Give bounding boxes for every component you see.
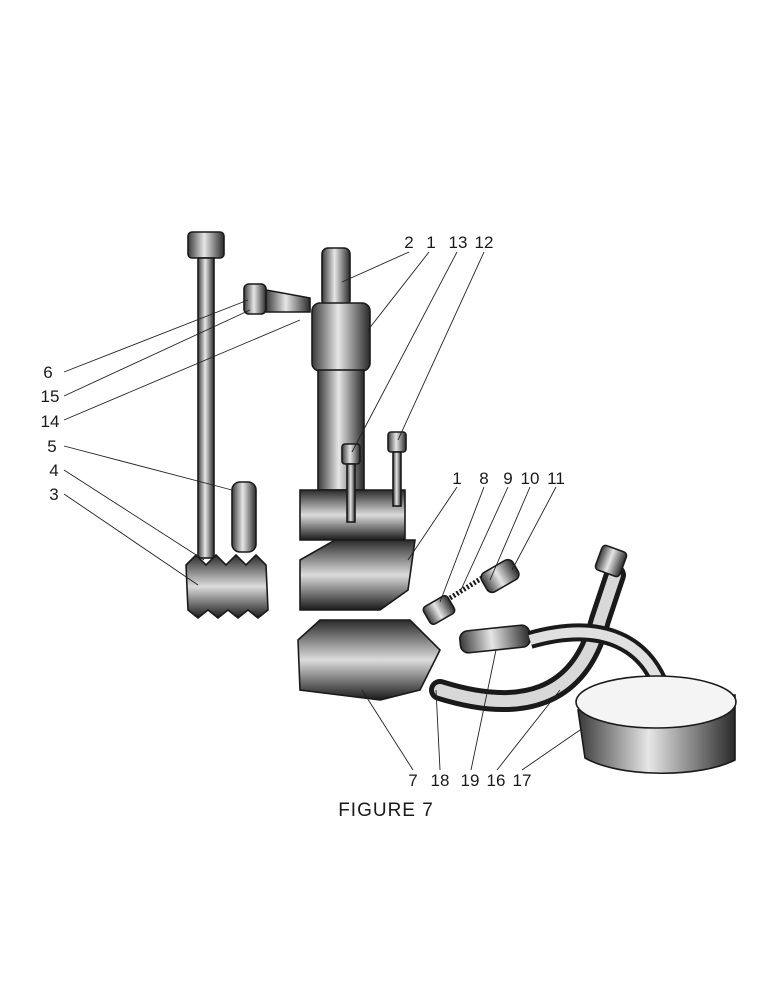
oil-strainer <box>575 675 737 775</box>
callout-13: 13 <box>449 233 468 252</box>
pump-upper-body <box>299 302 406 541</box>
callouts-left: 6 15 14 5 4 3 <box>41 363 60 504</box>
leader-lines <box>63 251 581 771</box>
callout-3: 3 <box>49 485 58 504</box>
pipe-union <box>594 544 628 578</box>
pump-body <box>299 539 416 611</box>
pin <box>231 481 257 553</box>
figure-caption: FIGURE 7 <box>338 800 434 821</box>
callout-1: 1 <box>426 233 435 252</box>
drive-shaft <box>187 231 225 559</box>
relief-valve-parts <box>422 558 520 625</box>
driving-gear <box>185 553 269 620</box>
callout-7: 7 <box>408 771 417 790</box>
callout-15: 15 <box>41 387 60 406</box>
callout-9: 9 <box>503 469 512 488</box>
callout-19: 19 <box>461 771 480 790</box>
callouts-top: 2 1 13 12 <box>404 233 493 252</box>
screws <box>341 431 407 523</box>
callout-12: 12 <box>475 233 494 252</box>
callout-2: 2 <box>404 233 413 252</box>
callout-14: 14 <box>41 412 60 431</box>
callout-6: 6 <box>43 363 52 382</box>
callout-11: 11 <box>547 469 565 488</box>
callout-8: 8 <box>479 469 488 488</box>
callout-5: 5 <box>47 437 56 456</box>
callout-4: 4 <box>49 461 58 480</box>
bolt <box>243 283 311 315</box>
callout-16: 16 <box>487 771 506 790</box>
callout-18: 18 <box>431 771 450 790</box>
callout-1b: 1 <box>452 469 461 488</box>
pump-base <box>297 619 441 701</box>
delivery-tube <box>321 247 351 307</box>
callout-10: 10 <box>521 469 540 488</box>
callouts-bottom: 7 18 19 16 17 <box>408 771 531 790</box>
callout-17: 17 <box>513 771 532 790</box>
callouts-middle: 1 8 9 10 11 <box>452 469 565 488</box>
